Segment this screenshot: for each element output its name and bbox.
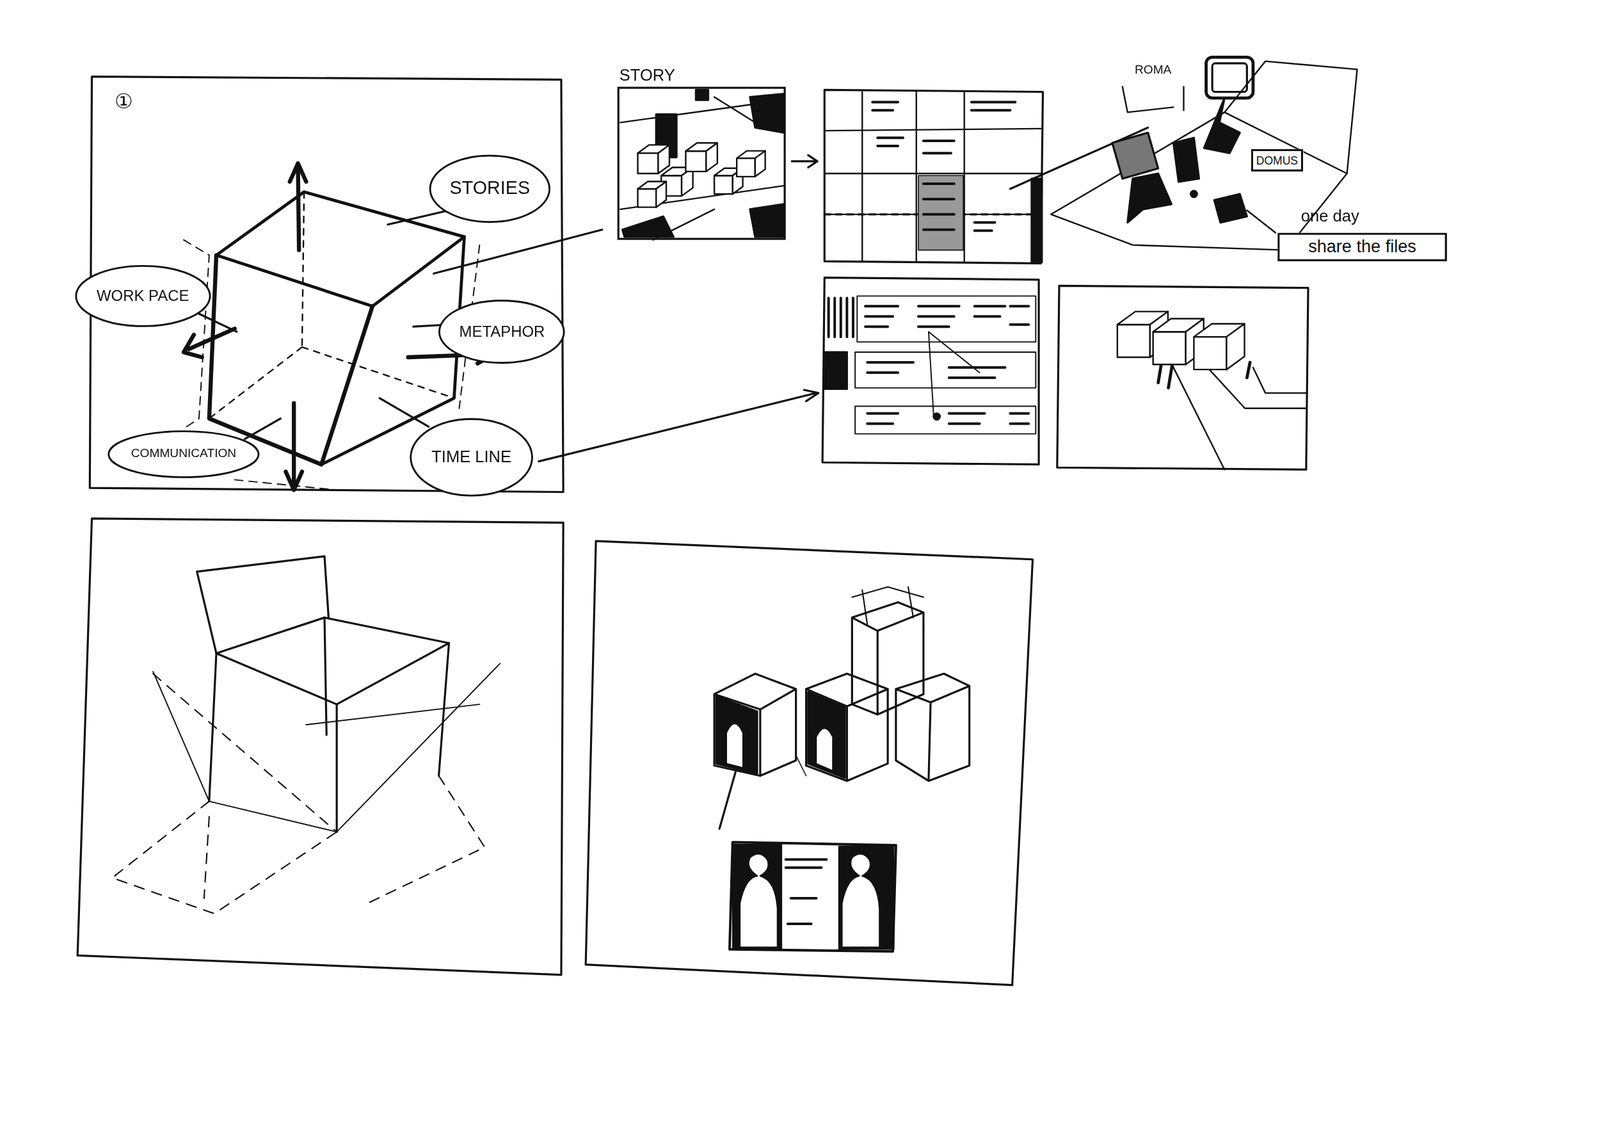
bubble-shape [439, 300, 565, 363]
small-cube [685, 142, 717, 172]
small-cube [736, 151, 765, 177]
leader-line [387, 209, 450, 224]
flow-arrow [791, 154, 818, 168]
panel-frame [824, 89, 1043, 264]
node-text: COMMUNICATION [131, 447, 237, 461]
cube-face [638, 188, 657, 208]
cube-face [1117, 324, 1151, 358]
note-label: one day [1301, 207, 1360, 226]
cubes-with-people [714, 586, 970, 952]
timeline-view [824, 295, 1036, 434]
leader-line [433, 229, 603, 274]
leader-line [245, 418, 281, 440]
panel-frame [1057, 285, 1309, 470]
panel-frame [822, 277, 1039, 465]
panel-frame [77, 518, 564, 975]
small-cube [638, 181, 667, 207]
note-box: share the files [1277, 232, 1448, 262]
node-text: DOMUS [1256, 154, 1298, 167]
node-text: STORIES [449, 178, 530, 200]
leader-line [538, 389, 819, 462]
boxes-path [1117, 311, 1307, 470]
note-label: ROMA [1134, 63, 1172, 77]
bubble-shape [108, 431, 259, 478]
small-cube [638, 144, 670, 174]
callout-bubble: WORK PACE [74, 264, 212, 328]
node-text: WORK PACE [96, 287, 189, 304]
cube-face [755, 151, 766, 177]
callout-number: ① [114, 89, 134, 112]
callout-bubble: COMMUNICATION [106, 429, 260, 479]
sign-box: DOMUS [1251, 149, 1304, 172]
node-text: METAPHOR [459, 323, 546, 340]
story-panel: STORY [617, 87, 786, 240]
bubble-shape [410, 419, 533, 496]
cube-face [1193, 336, 1227, 370]
cube-face [638, 152, 659, 174]
cube-face [685, 151, 706, 172]
node-text: STORY [619, 65, 676, 84]
cube-face [657, 144, 670, 174]
cube-face [1153, 331, 1186, 365]
callout-bubble: METAPHOR [438, 298, 567, 365]
leader-line [193, 311, 237, 332]
cube-face [1226, 323, 1245, 370]
chair-sketch [112, 556, 500, 914]
story-scene [620, 89, 784, 240]
callout-bubble: TIME LINE [408, 417, 534, 497]
bubble-shape [76, 265, 210, 326]
cube-face [736, 158, 756, 177]
story-grid [824, 91, 1042, 262]
panel-frame [585, 540, 1033, 985]
callout-bubble: STORIES [428, 154, 552, 224]
cube-face [714, 175, 733, 194]
node-text: TIME LINE [431, 448, 512, 466]
small-cube [1193, 323, 1245, 370]
cube-face [656, 181, 667, 207]
node-text: share the files [1308, 237, 1417, 257]
cube-face [705, 142, 718, 172]
bubble-shape [430, 155, 550, 223]
leader-line [379, 398, 429, 427]
